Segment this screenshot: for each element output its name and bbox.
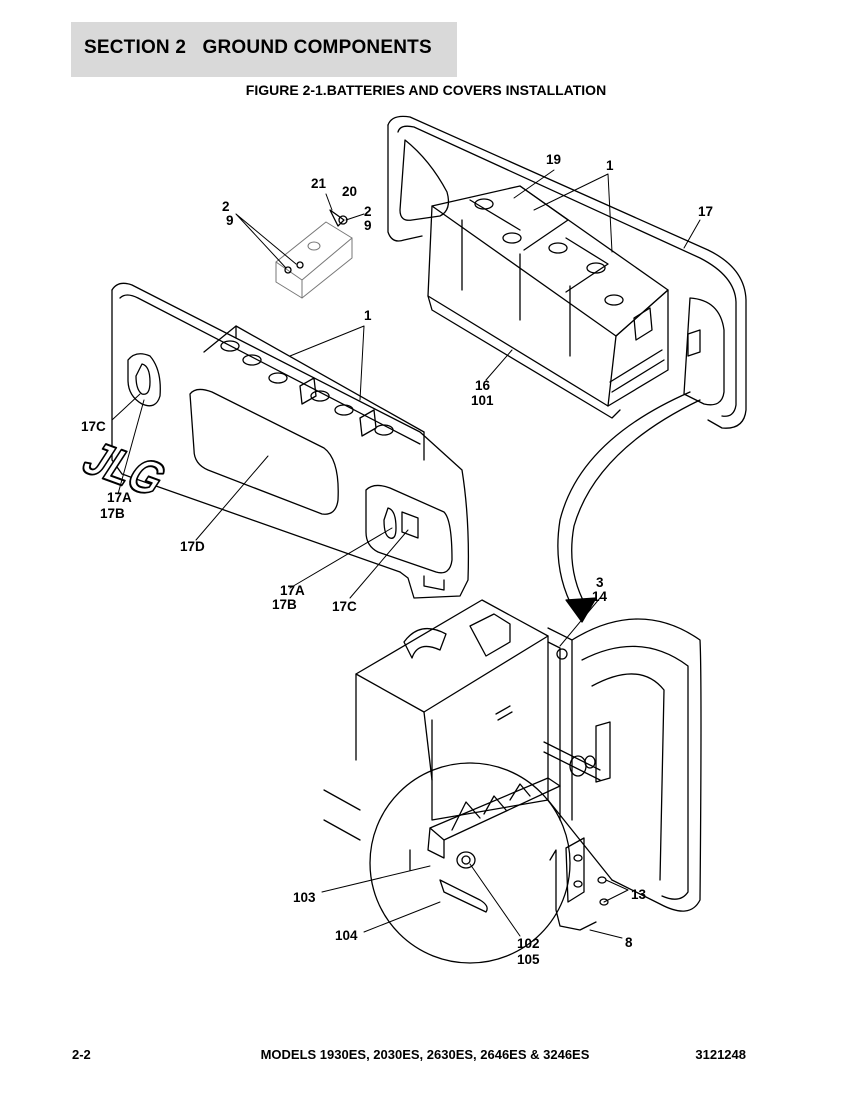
callout-105: 105 bbox=[517, 952, 540, 967]
hardware-group bbox=[275, 221, 353, 299]
front-cover-assembly bbox=[111, 282, 470, 599]
callout-17b: 17B bbox=[272, 597, 297, 612]
section-title: SECTION 2 GROUND COMPONENTS bbox=[84, 37, 432, 58]
callout-1: 1 bbox=[606, 158, 614, 173]
callout-103: 103 bbox=[293, 890, 316, 905]
right-cover-assembly bbox=[387, 115, 747, 429]
callout-16: 16 bbox=[475, 378, 491, 393]
page-number: 2-2 bbox=[72, 1047, 91, 1062]
screw-icon bbox=[296, 261, 304, 269]
callout-21: 21 bbox=[311, 176, 327, 191]
figure-title: FIGURE 2-1.BATTERIES AND COVERS INSTALLA… bbox=[0, 82, 850, 98]
callout-2: 2 bbox=[364, 204, 372, 219]
models-footer: MODELS 1930ES, 2030ES, 2630ES, 2646ES & … bbox=[260, 1047, 590, 1062]
screw-icon bbox=[284, 266, 292, 274]
callout-17c: 17C bbox=[81, 419, 106, 434]
callout-17a: 17A bbox=[280, 583, 305, 598]
callout-102: 102 bbox=[517, 936, 540, 951]
callout-13: 13 bbox=[631, 887, 647, 902]
callouts: 19 1 17 21 20 2 9 2 9 1 16 101 17C 17A 1… bbox=[81, 152, 713, 967]
callout-9: 9 bbox=[364, 218, 372, 233]
callout-1: 1 bbox=[364, 308, 372, 323]
callout-17b: 17B bbox=[100, 506, 125, 521]
detail-circle bbox=[369, 762, 571, 964]
detail-arrow bbox=[557, 391, 701, 623]
callout-14: 14 bbox=[592, 589, 608, 604]
callout-17: 17 bbox=[698, 204, 713, 219]
callout-101: 101 bbox=[471, 393, 494, 408]
battery-pack-front bbox=[203, 325, 425, 461]
callout-20: 20 bbox=[342, 184, 357, 199]
figure-title-text: FIGURE 2-1.BATTERIES AND COVERS INSTALLA… bbox=[245, 82, 607, 98]
callout-17d: 17D bbox=[180, 539, 205, 554]
document-number: 3121248 bbox=[695, 1047, 746, 1062]
callout-3: 3 bbox=[596, 575, 604, 590]
leader-lines bbox=[111, 169, 701, 939]
callout-17a: 17A bbox=[107, 490, 132, 505]
callout-2: 2 bbox=[222, 199, 230, 214]
callout-8: 8 bbox=[625, 935, 633, 950]
detail-tray bbox=[323, 599, 702, 931]
callout-17c: 17C bbox=[332, 599, 357, 614]
callout-9: 9 bbox=[226, 213, 234, 228]
battery-pack-right bbox=[427, 185, 669, 419]
callout-19: 19 bbox=[546, 152, 561, 167]
callout-104: 104 bbox=[335, 928, 358, 943]
section-header: SECTION 2 GROUND COMPONENTS bbox=[71, 22, 457, 77]
